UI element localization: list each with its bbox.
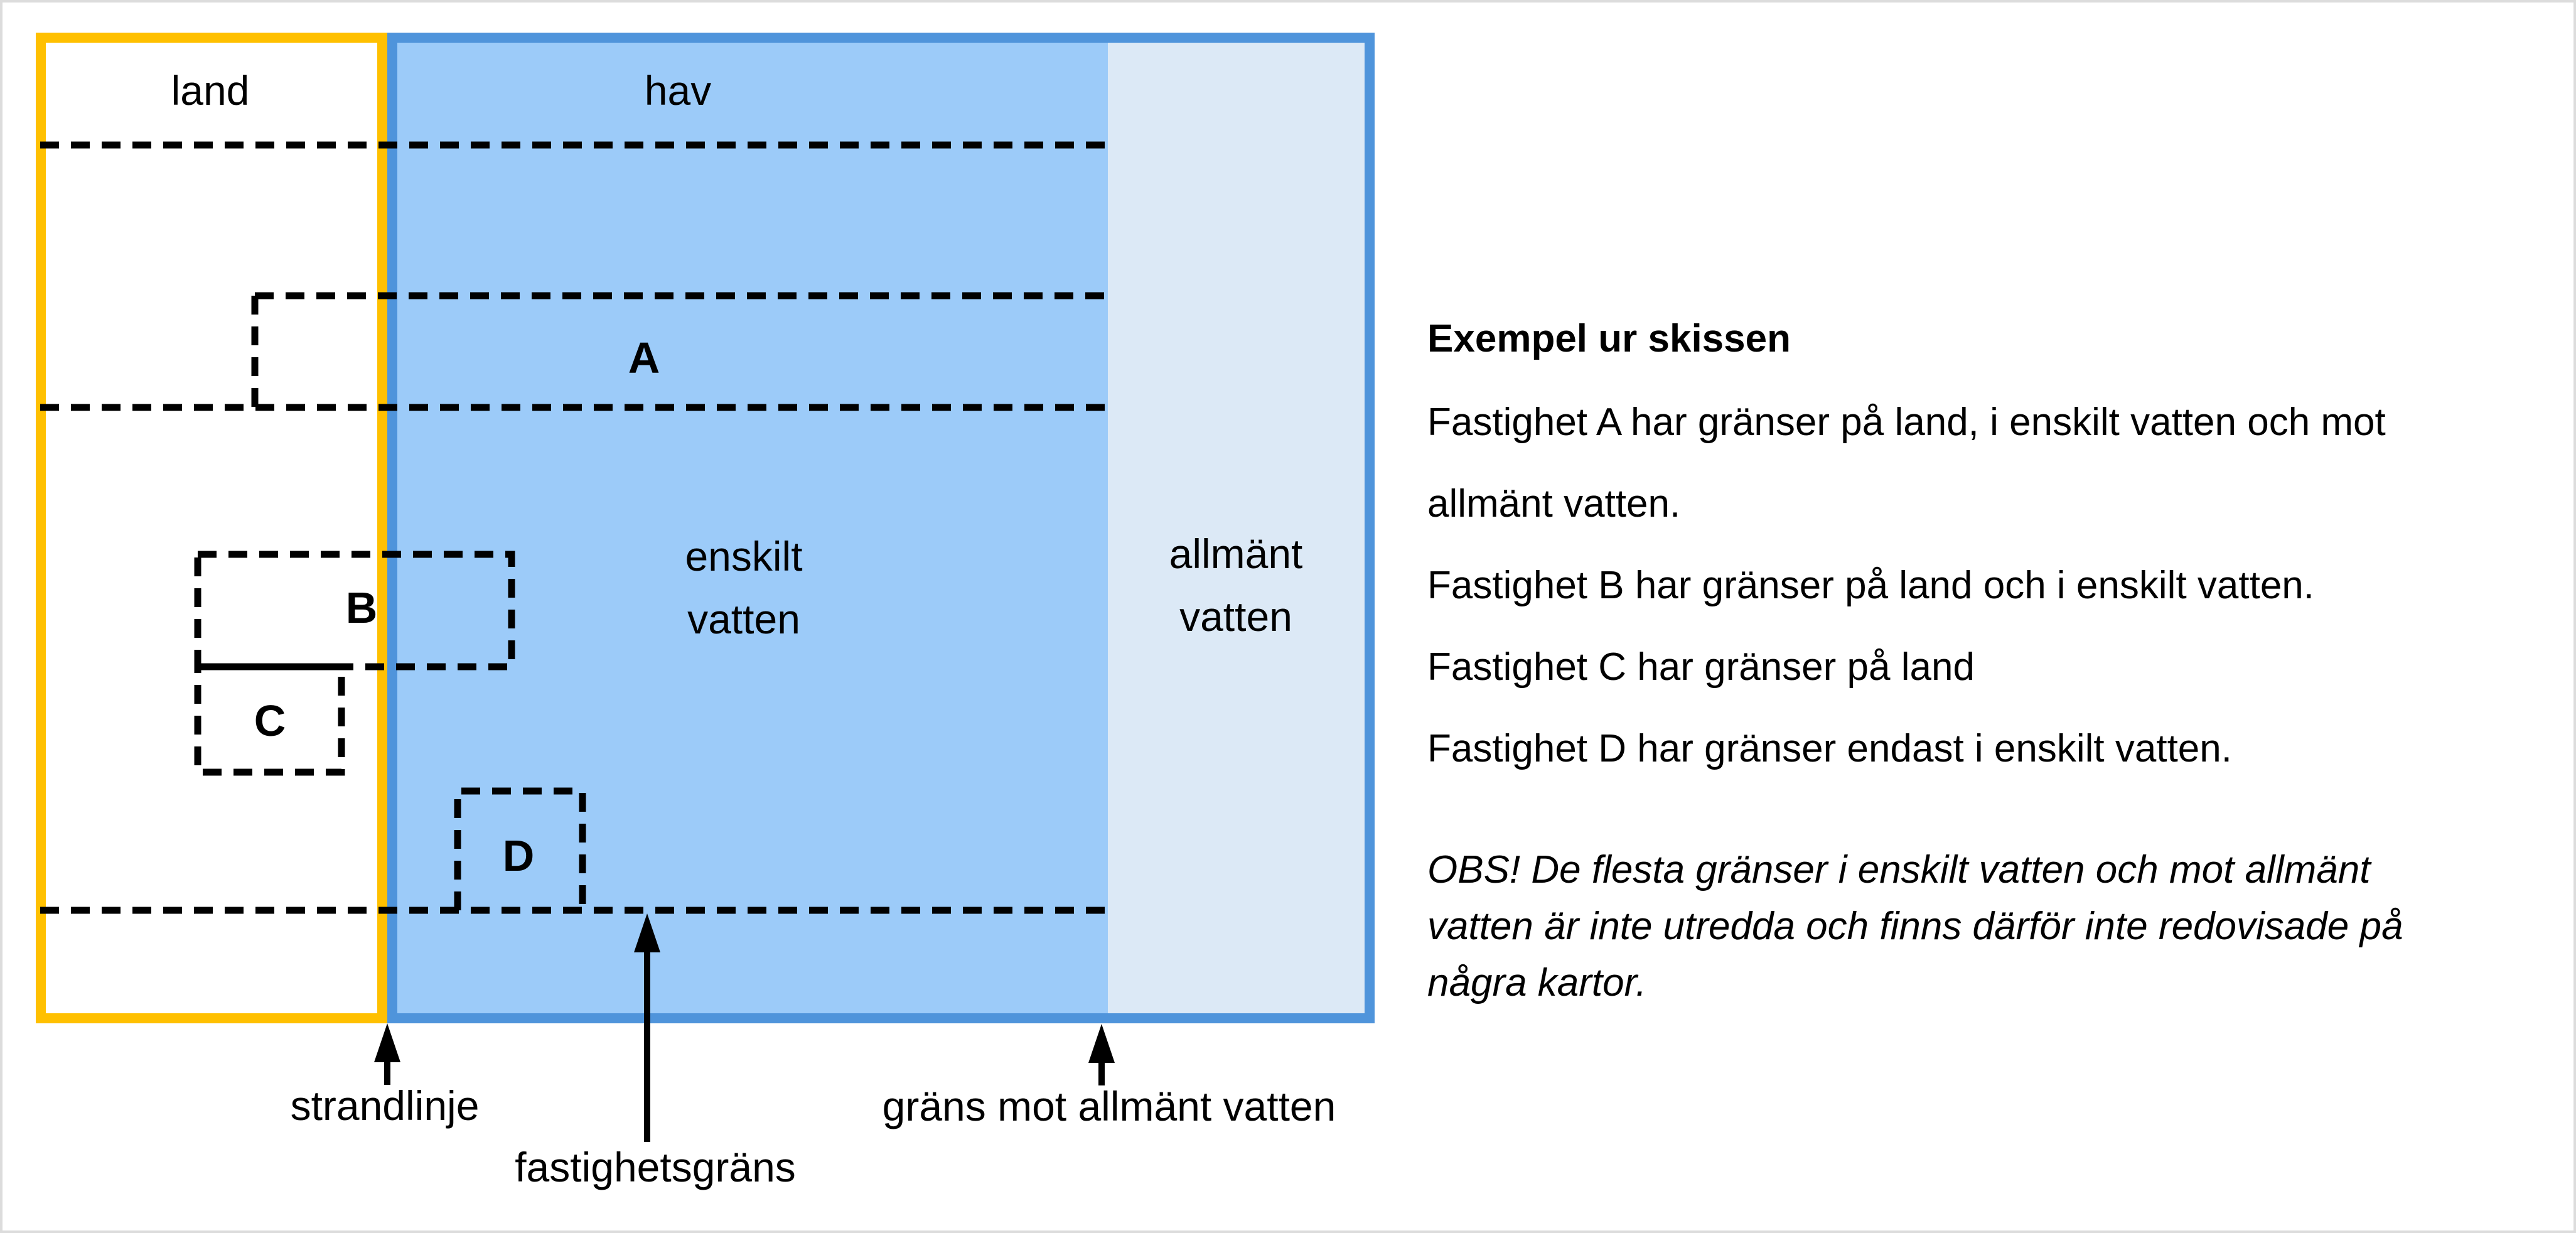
- parcel-b-outline: [194, 551, 515, 670]
- sidebar-note-text: OBS! De flesta gränser i enskilt vatten …: [1427, 848, 2403, 1004]
- parcel-c-outline: [194, 663, 345, 776]
- boundary-lines-group: [40, 141, 1108, 914]
- land-box: [36, 33, 387, 1023]
- grans-allmant-arrowhead: [1088, 1024, 1115, 1063]
- sidebar-body-text: Fastighet A har gränser på land, i enski…: [1427, 401, 2386, 770]
- fastighetsgrans-arrowhead: [634, 913, 660, 952]
- grans-mot-allmant-vatten-label: gräns mot allmänt vatten: [882, 1083, 1336, 1129]
- hav-label: hav: [644, 67, 712, 114]
- parcel-b-letter: B: [345, 583, 378, 632]
- arrows-group: [374, 913, 1115, 1142]
- fastighetsgrans-label: fastighetsgräns: [515, 1144, 796, 1190]
- parcel-d-letter: D: [502, 831, 535, 880]
- parcel-c-letter: C: [254, 696, 286, 745]
- fastighetsgrans-arrow-shaft: [644, 949, 650, 1142]
- strandlinje-arrowhead: [374, 1023, 400, 1062]
- strandlinje-label: strandlinje: [290, 1082, 480, 1129]
- land-label: land: [171, 67, 250, 114]
- enskilt-vatten-label: enskilt vatten: [685, 533, 803, 642]
- strandlinje-arrow-shaft: [384, 1058, 390, 1085]
- sidebar-title: Exempel ur skissen: [1427, 317, 1791, 360]
- parcel-a-letter: A: [628, 333, 660, 382]
- allmant-vatten-region: [1108, 43, 1365, 1013]
- grans-allmant-arrow-shaft: [1098, 1059, 1105, 1085]
- allmant-vatten-label: allmänt vatten: [1169, 530, 1303, 640]
- sea-right-border: [1365, 38, 1375, 1018]
